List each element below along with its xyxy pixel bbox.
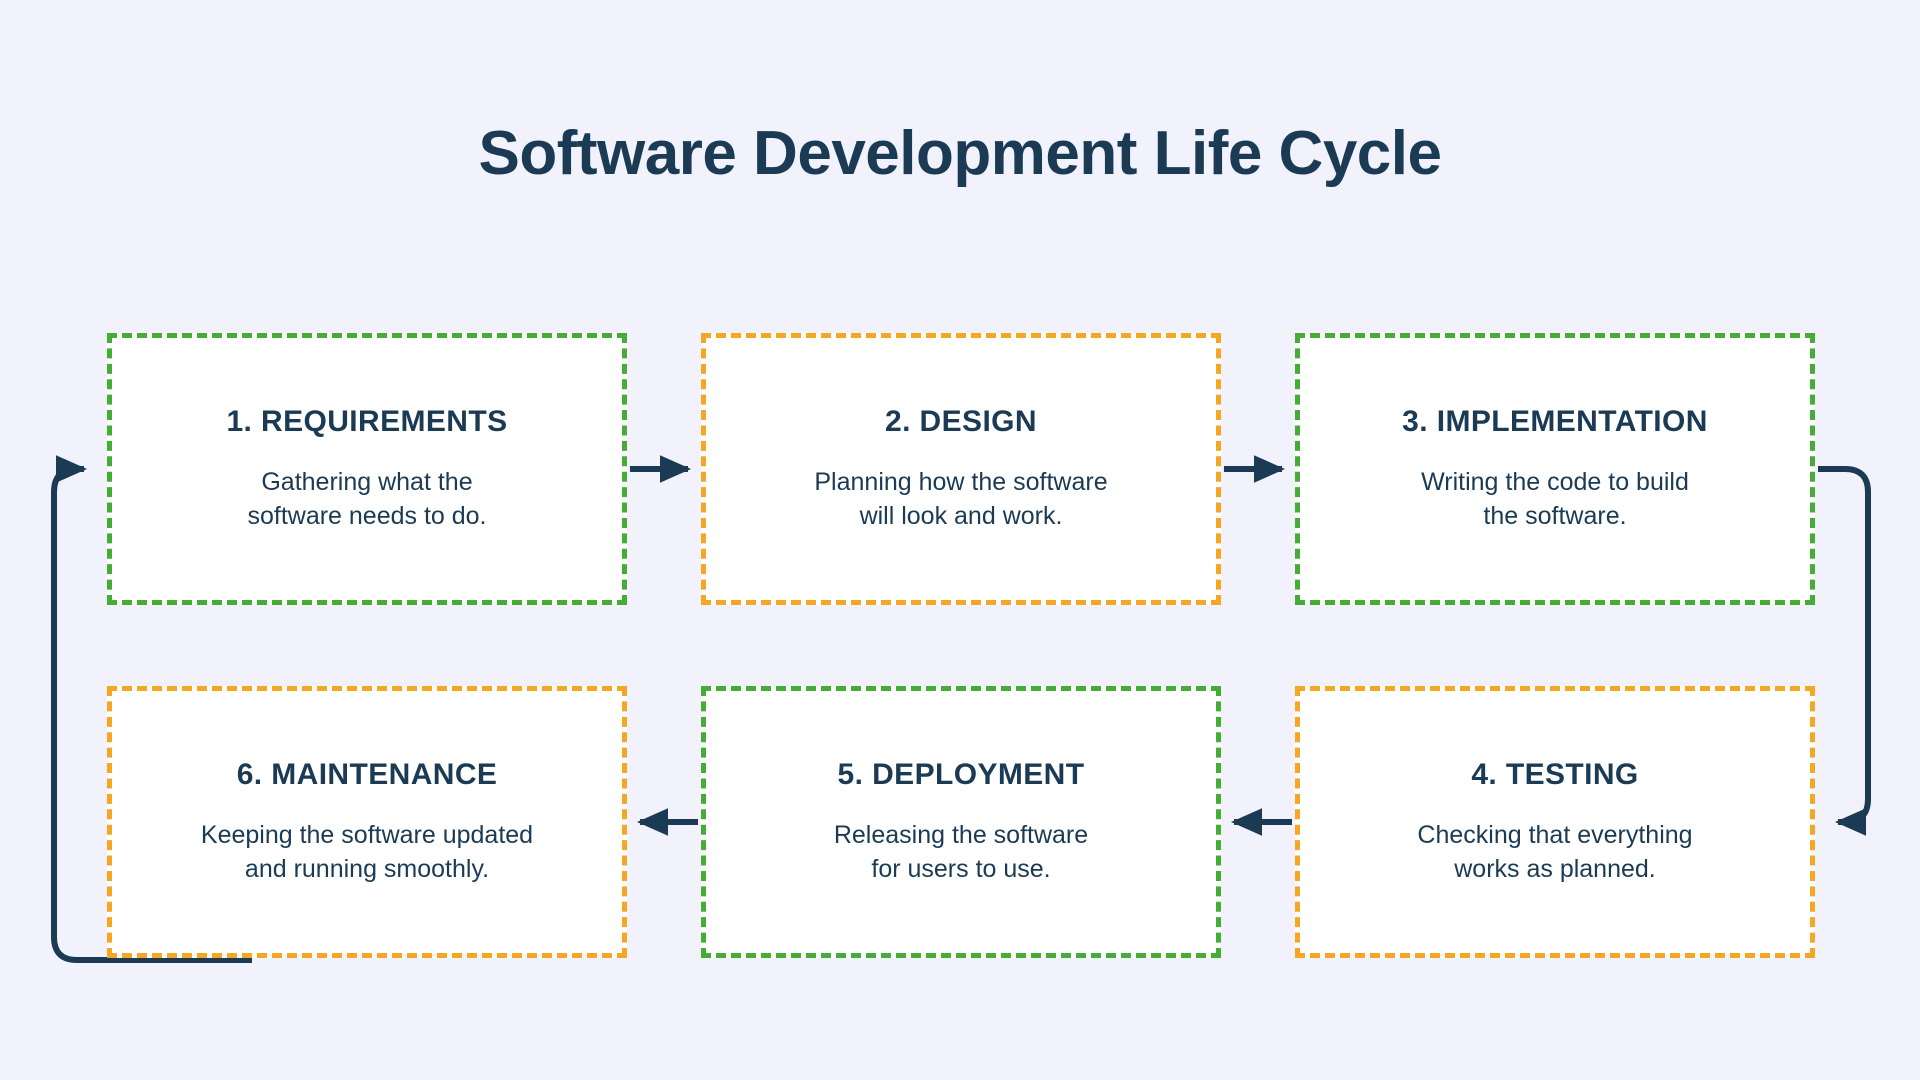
stage-box-deployment[interactable]: 5. DEPLOYMENT Releasing the software for… [701, 686, 1221, 958]
stage-description: Keeping the software updated and running… [201, 818, 533, 887]
stage-description-line2: works as planned. [1454, 855, 1656, 883]
stage-box-testing[interactable]: 4. TESTING Checking that everything work… [1295, 686, 1815, 958]
stage-box-implementation[interactable]: 3. IMPLEMENTATION Writing the code to bu… [1295, 333, 1815, 605]
page-title: Software Development Life Cycle [478, 119, 1443, 188]
stage-description-line1: Writing the code to build [1421, 467, 1689, 496]
stage-title: 1. REQUIREMENTS [226, 404, 508, 438]
arrow-implementation-to-testing [1818, 466, 1871, 836]
stage-description: Planning how the software will look and … [814, 465, 1107, 534]
stage-title: 2. DESIGN [885, 404, 1037, 438]
stage-description-line1: Releasing the software [833, 820, 1089, 849]
stage-description-line2: the software. [1483, 502, 1627, 530]
stage-description: Checking that everything works as planne… [1417, 818, 1692, 887]
stage-title: 6. MAINTENANCE [236, 757, 498, 791]
stage-title: 5. DEPLOYMENT [837, 757, 1085, 791]
stage-box-maintenance[interactable]: 6. MAINTENANCE Keeping the software upda… [107, 686, 627, 958]
stage-description-line2: and running smoothly. [244, 855, 490, 883]
stage-box-requirements[interactable]: 1. REQUIREMENTS Gathering what the softw… [107, 333, 627, 605]
stage-title: 3. IMPLEMENTATION [1402, 404, 1708, 438]
stage-description-line1: Checking that everything [1417, 820, 1693, 849]
stage-description: Releasing the software for users to use. [834, 818, 1088, 887]
stage-description-line1: Gathering what the [261, 467, 473, 496]
stage-title: 4. TESTING [1471, 757, 1639, 791]
stage-description-line2: for users to use. [871, 855, 1051, 883]
stage-description-line1: Keeping the software updated [200, 820, 534, 849]
stage-description: Writing the code to build the software. [1421, 465, 1689, 534]
stage-description-line2: will look and work. [859, 502, 1063, 530]
stage-description-line2: software needs to do. [247, 502, 487, 530]
stage-description: Gathering what the software needs to do. [247, 465, 486, 534]
stage-box-design[interactable]: 2. DESIGN Planning how the software will… [701, 333, 1221, 605]
stage-description-line1: Planning how the software [814, 467, 1108, 496]
